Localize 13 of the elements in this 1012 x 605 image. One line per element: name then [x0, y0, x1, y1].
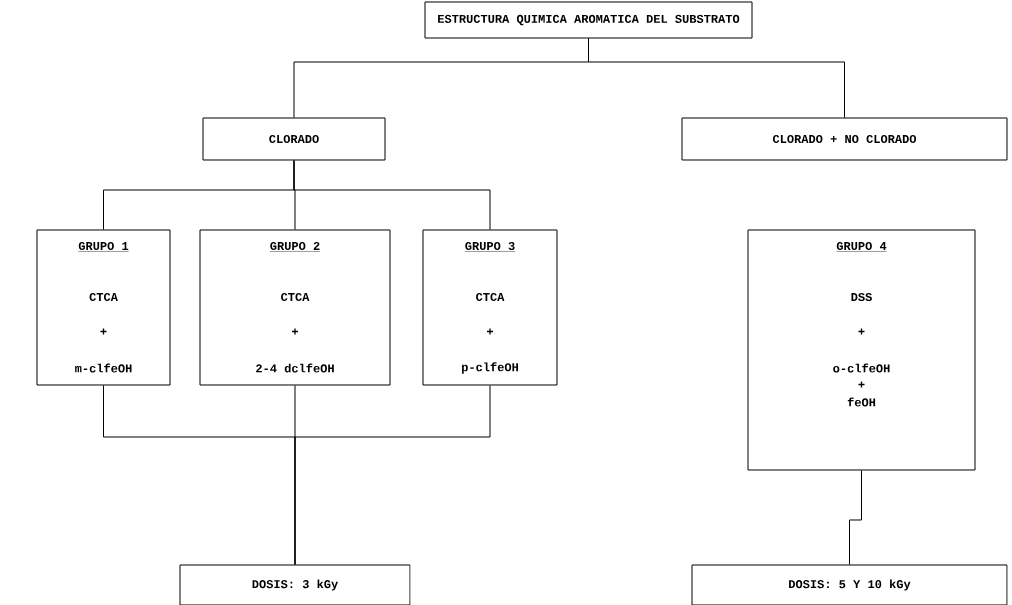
- connector-line: [294, 385, 491, 565]
- group-box: GRUPO 2 CTCA + 2-4 dclfeOH: [199, 229, 391, 386]
- group-box: GRUPO 1 CTCA + m-clfeOH: [36, 229, 171, 386]
- connector-line: [293, 160, 491, 230]
- connector-line: [849, 470, 862, 565]
- label-box: CLORADO: [202, 117, 386, 161]
- group-box: GRUPO 4 DSS + o-clfeOH + feOH: [747, 229, 976, 471]
- label-box: ESTRUCTURA QUIMICA AROMATICA DEL SUBSTRATO: [424, 1, 753, 39]
- label-box: DOSIS: 5 Y 10 kGy: [691, 564, 1008, 605]
- connector-line: [588, 38, 845, 118]
- label-box: CLORADO + NO CLORADO: [681, 117, 1008, 161]
- group-box: GRUPO 3 CTCA + p-clfeOH: [422, 229, 558, 386]
- label-box: DOSIS: 3 kGy: [179, 564, 411, 605]
